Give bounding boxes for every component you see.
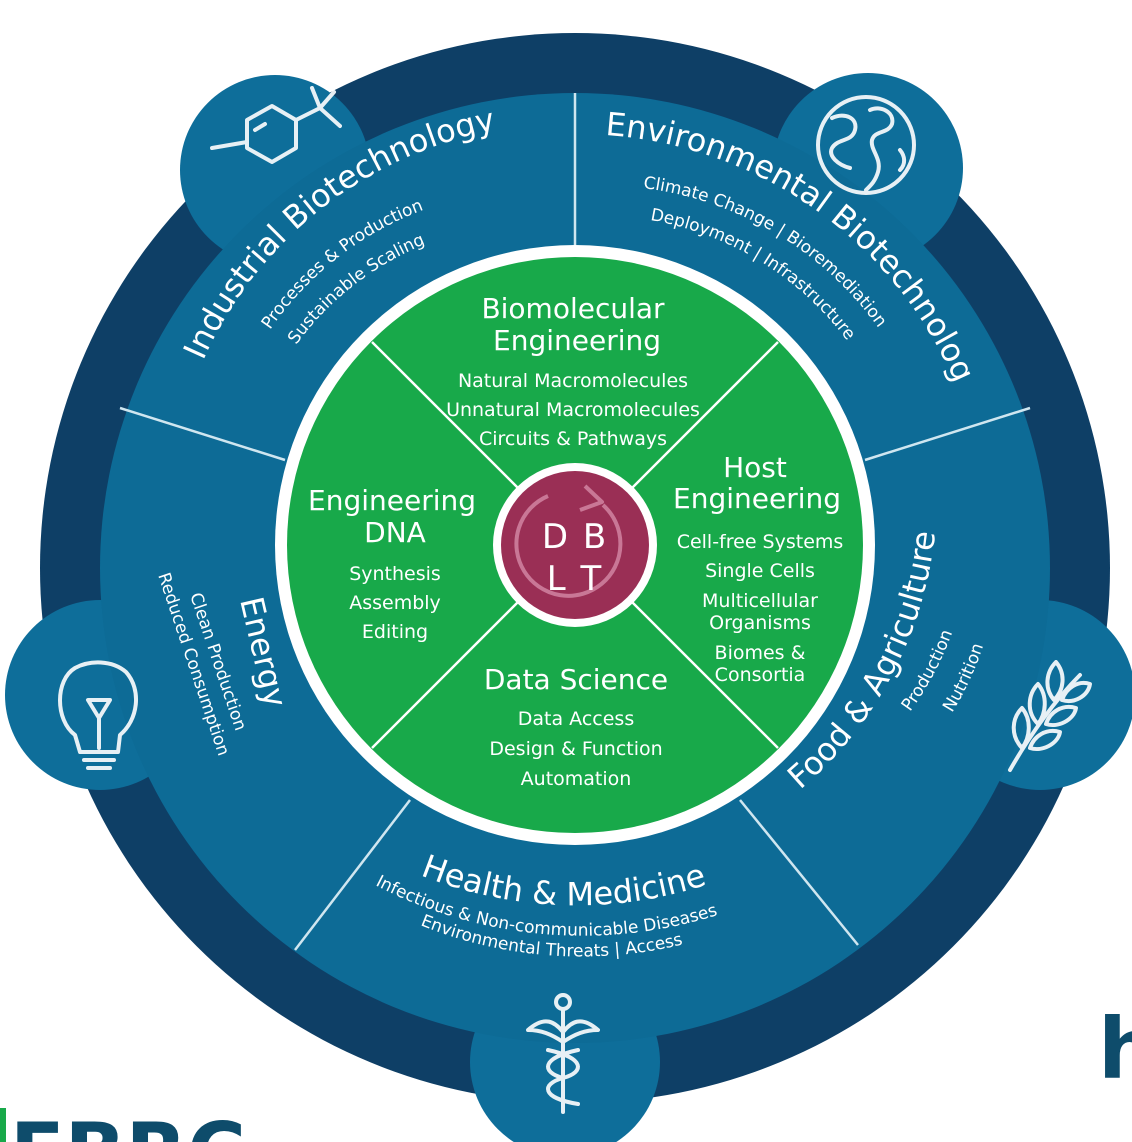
- host-item-3: Multicellular: [702, 590, 818, 612]
- cycle-arrowhead-icon: [579, 484, 604, 512]
- biomolecular-title-2: Engineering: [493, 324, 661, 357]
- core-dna: Engineering DNA Synthesis Assembly Editi…: [308, 484, 476, 643]
- host-item-1: Cell-free Systems: [677, 531, 844, 553]
- molecule-icon: [210, 86, 342, 164]
- data-item-1: Data Access: [518, 708, 634, 730]
- logo-ebrc: EBRC: [10, 1106, 246, 1142]
- cycle-arrow-icon: [514, 494, 623, 598]
- core-dividers: [371, 341, 779, 749]
- lightbulb-icon: [58, 660, 139, 770]
- center-row-2: L T: [547, 559, 604, 599]
- data-item-3: Automation: [521, 768, 632, 790]
- host-item-5: Biomes &: [715, 642, 806, 664]
- core-biomolecular: Biomolecular Engineering Natural Macromo…: [446, 292, 700, 450]
- biomolecular-title-1: Biomolecular: [481, 292, 665, 325]
- host-item-4: Organisms: [709, 612, 811, 634]
- dna-item-1: Synthesis: [349, 563, 441, 585]
- domain-dividers: [119, 93, 1031, 951]
- host-title-1: Host: [723, 451, 787, 484]
- biomolecular-item-2: Unnatural Macromolecules: [446, 399, 700, 421]
- dna-item-2: Assembly: [349, 592, 441, 614]
- core-data: Data Science Data Access Design & Functi…: [484, 663, 668, 790]
- biomolecular-item-1: Natural Macromolecules: [458, 370, 688, 392]
- host-item-6: Consortia: [715, 664, 806, 686]
- globe-icon: [816, 95, 916, 195]
- caduceus-icon: [526, 993, 600, 1114]
- dna-title-1: Engineering: [308, 484, 476, 517]
- logo-accent-bar: [0, 1108, 6, 1142]
- data-item-2: Design & Function: [489, 738, 662, 760]
- dna-title-2: DNA: [364, 516, 426, 549]
- biomolecular-item-3: Circuits & Pathways: [479, 428, 667, 450]
- data-title: Data Science: [484, 663, 668, 696]
- core-host: Host Engineering Cell-free Systems Singl…: [673, 451, 843, 686]
- center-circle: [501, 471, 649, 619]
- center-row-1: D B: [542, 517, 608, 557]
- host-item-2: Single Cells: [705, 560, 815, 582]
- dna-item-3: Editing: [362, 621, 428, 643]
- logo-right-fragment: h: [1098, 1000, 1132, 1098]
- host-title-2: Engineering: [673, 482, 841, 515]
- wheat-icon: [1008, 660, 1092, 772]
